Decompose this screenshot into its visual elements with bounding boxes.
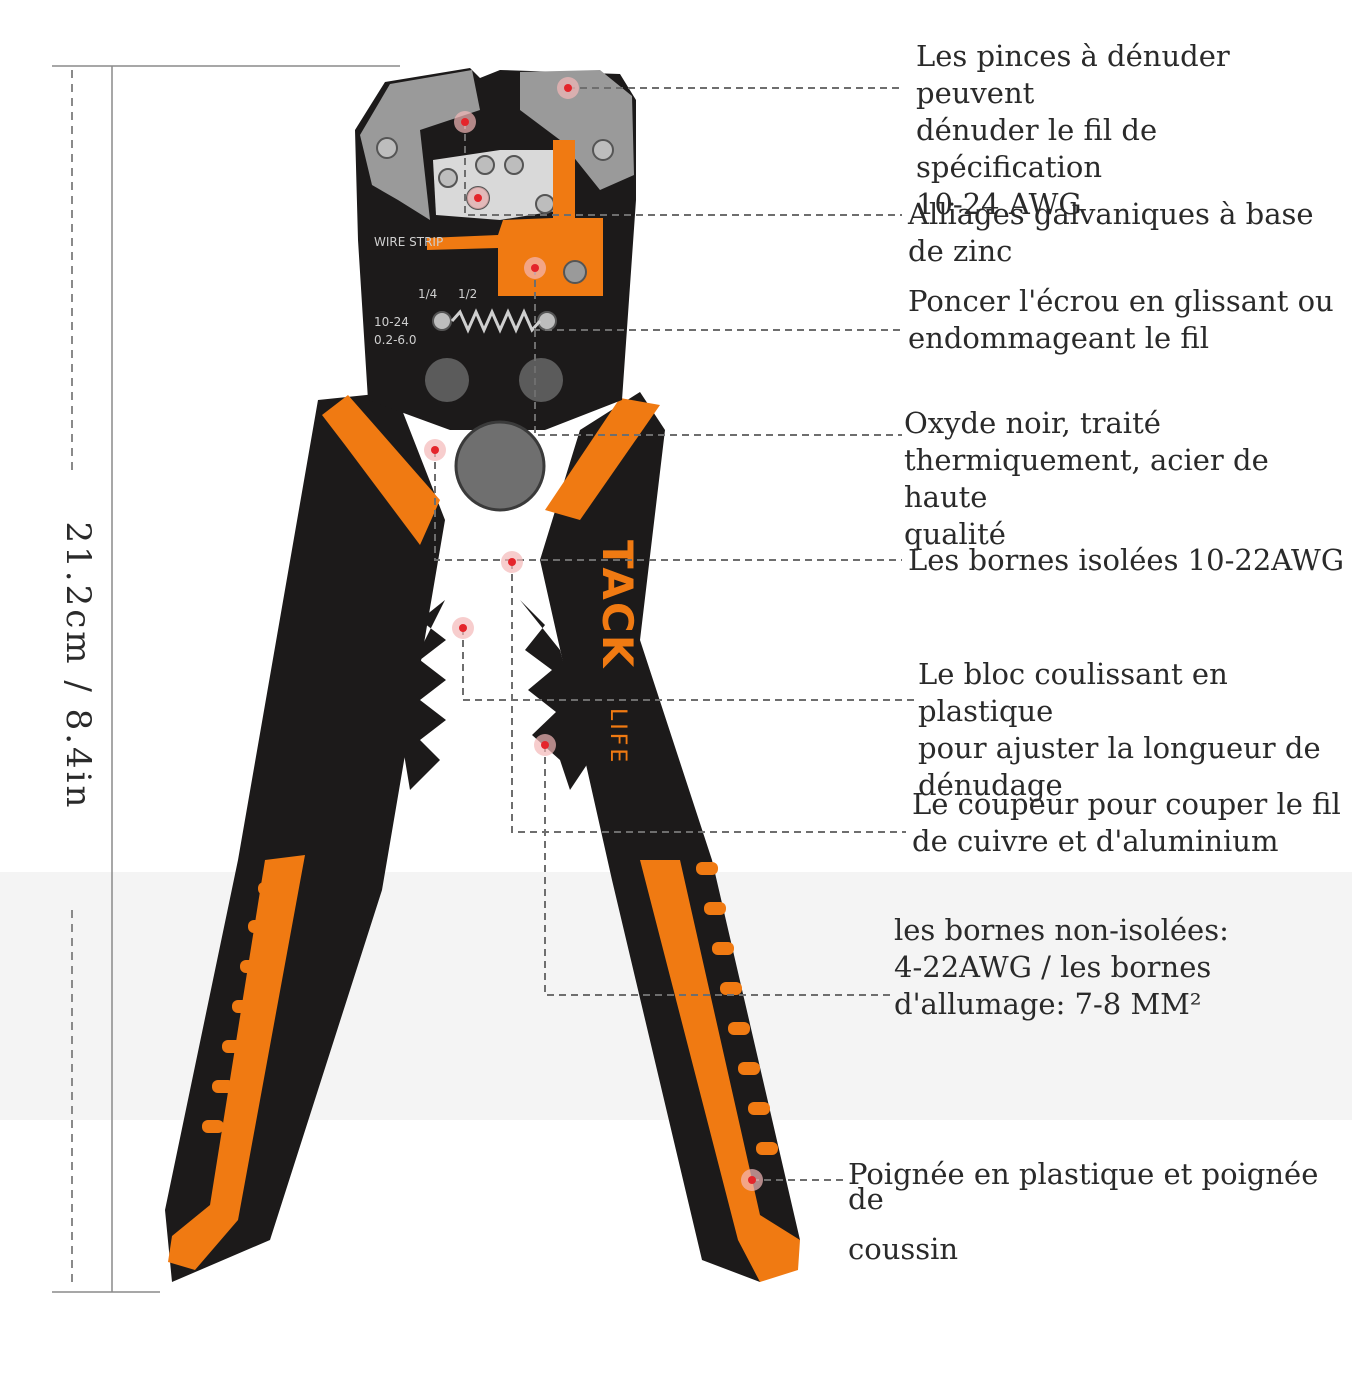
marker-9 [741,1169,763,1191]
marker-2 [454,111,476,133]
right-grip-strip [640,860,800,1282]
marker-5 [424,439,446,461]
leader-5 [434,450,902,561]
callout-black-oxide-steel: Oxyde noir, traité thermiquement, acier … [904,406,1269,551]
marker-8 [534,734,556,756]
grip-dots [202,862,778,1155]
callout-non-insulated-terminals: les bornes non-isolées: 4-22AWG / les bo… [894,913,1229,1021]
brand-logo-main: TACK [593,540,642,669]
crimp-teeth-left [395,600,446,790]
marker-7 [452,617,474,639]
marker-3 [524,257,546,279]
leader-2 [464,122,902,216]
leader-6 [462,628,916,701]
right-handle-grip [545,398,660,520]
rivet-left [425,358,469,402]
leader-8 [544,745,892,996]
left-handle-grip [322,395,440,545]
leader-lines [434,87,916,1181]
dimension-indicator [52,65,400,1293]
stamp-title: WIRE STRIP [374,235,443,249]
marker-1 [557,77,579,99]
left-jaw [360,70,480,220]
callout-nut: Poncer l'écrou en glissant ou endommagea… [908,284,1334,355]
marker-4 [467,187,489,209]
callout-cutter: Le coupeur pour couper le fil de cuivre … [912,787,1341,858]
callout-sliding-block: Le bloc coulissant en plastique pour aju… [918,657,1321,802]
stamp-mark-2: 1/2 [458,287,477,301]
dimension-label: 21.2cm / 8.4in [58,521,98,811]
stamp-line-2: 0.2-6.0 [374,333,417,347]
right-handle-body [540,392,800,1282]
wire-stripper-tool: WIRE STRIP 1/4 1/2 10-24 0.2-6.0 TACK LI… [165,68,800,1282]
callout-handle: Poignée en plastique et poignée de couss… [848,1157,1319,1266]
stamp-line-1: 10-24 [374,315,409,329]
rivet-right [519,358,563,402]
crimp-teeth-right [520,600,590,790]
slider-pin [563,260,587,284]
spring [450,308,542,334]
brand-logo-sub: LIFE [605,708,630,765]
inner-plate [433,150,562,220]
callout-stripping-capacity: Les pinces à dénuder peuvent dénuder le … [916,39,1230,221]
callout-zinc-alloy: Alliages galvaniques à base de zinc [908,197,1314,268]
left-handle-body [165,392,445,1282]
stamp-mark-1: 1/4 [418,287,437,301]
marker-6 [501,551,523,573]
callout-markers [424,77,763,1191]
orange-slider [427,140,603,296]
callout-insulated-terminals: Les bornes isolées 10-22AWG [908,543,1345,577]
leader-7 [511,562,906,833]
pivot-bolt [454,420,546,512]
left-grip-strip [168,855,305,1270]
leader-4 [534,330,902,436]
